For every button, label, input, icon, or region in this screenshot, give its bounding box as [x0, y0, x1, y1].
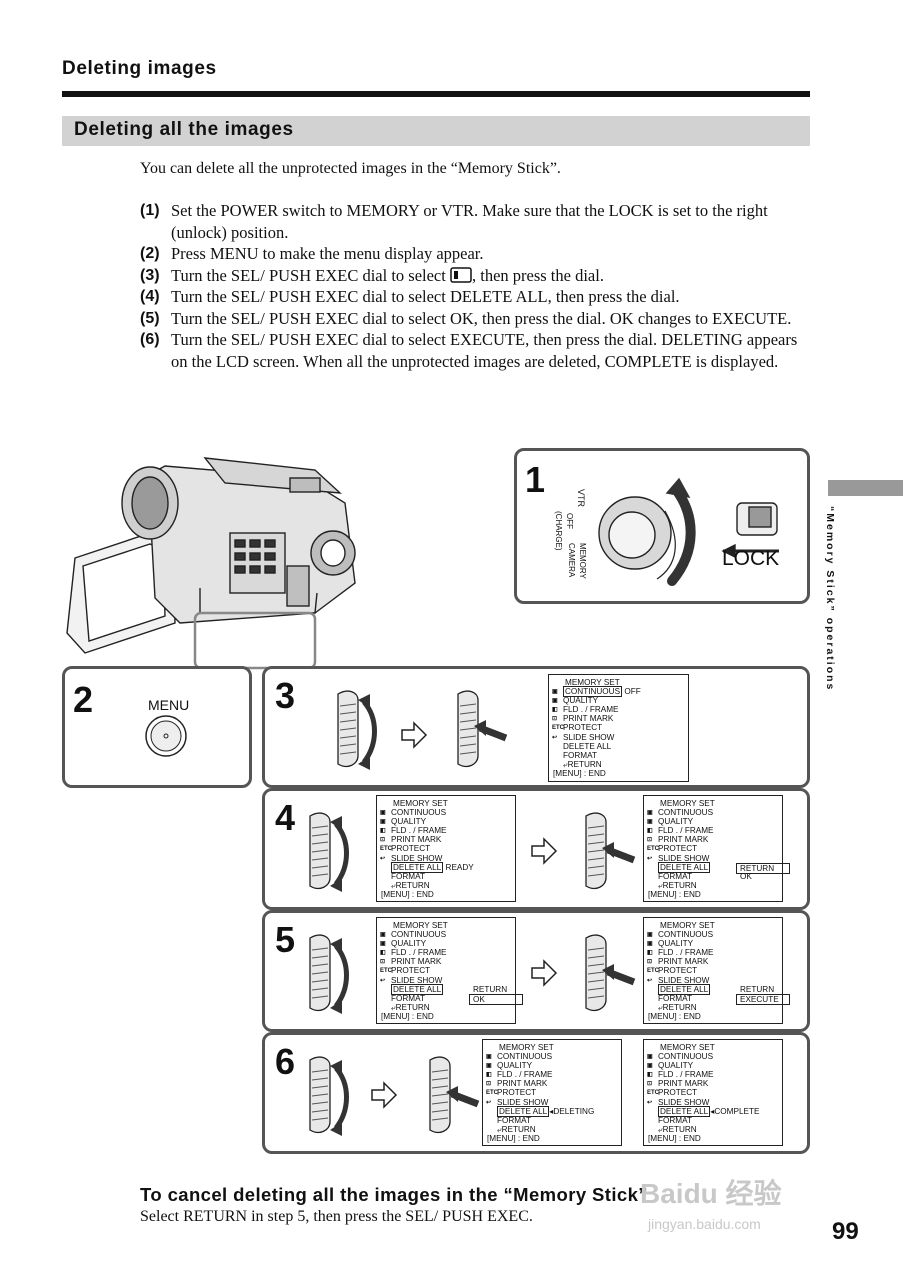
panel-number-4: 4 [275, 797, 296, 838]
step-3: (3)Turn the SEL/ PUSH EXEC dial to selec… [140, 265, 604, 285]
dial-turn-icon [330, 686, 390, 776]
subsection-band [62, 116, 810, 146]
menu-screen-step4-b: MEMORY SET ▣CONTINUOUS ▣QUALITY ◧FLD . /… [643, 795, 790, 902]
panel-number-6: 6 [275, 1041, 296, 1082]
panel-step-1: 1 VTR OFF (CHARGE) MEMORY CAMERA LOCK [514, 448, 810, 604]
menu-screen-step6-b: MEMORY SET ▣CONTINUOUS ▣QUALITY ◧FLD . /… [643, 1039, 783, 1146]
dial-press-icon [422, 1052, 482, 1142]
step-1: (1)Set the POWER switch to MEMORY or VTR… [140, 201, 768, 242]
step-5: (5)Turn the SEL/ PUSH EXEC dial to selec… [140, 308, 792, 328]
step-4: (4)Turn the SEL/ PUSH EXEC dial to selec… [140, 287, 680, 306]
menu-screen-step5-b: MEMORY SET ▣CONTINUOUS ▣QUALITY ◧FLD . /… [643, 917, 790, 1024]
menu-screen-step6-a: MEMORY SET ▣CONTINUOUS ▣QUALITY ◧FLD . /… [482, 1039, 622, 1146]
cancel-heading: To cancel deleting all the images in the… [140, 1184, 648, 1205]
camcorder-illustration [66, 457, 356, 670]
side-tab-bar [828, 480, 903, 496]
switch-label-charge: (CHARGE) [554, 511, 563, 551]
lock-label: LOCK [722, 547, 780, 570]
step-6: (6)Turn the SEL/ PUSH EXEC dial to selec… [140, 330, 798, 371]
dial-turn-icon [302, 808, 362, 898]
menu-screen-step3: MEMORY SET ▣CONTINUOUS OFF ▣QUALITY ◧FLD… [548, 674, 689, 782]
next-arrow-icon [531, 838, 557, 864]
menu-button[interactable] [143, 713, 189, 759]
side-tab-label: “Memory Stick” operations [824, 506, 836, 692]
power-switch-illustration [598, 477, 779, 586]
switch-label-memory: MEMORY [578, 543, 587, 579]
next-arrow-icon [371, 1082, 397, 1108]
dial-press-icon [450, 686, 510, 776]
panel-number-5: 5 [275, 919, 296, 960]
cancel-text: Select RETURN in step 5, then press the … [140, 1208, 533, 1225]
panel-number-1: 1 [525, 459, 546, 500]
intro-text: You can delete all the unprotected image… [140, 160, 561, 177]
menu-button-label: MENU [148, 697, 190, 713]
switch-label-camera: CAMERA [567, 543, 576, 578]
watermark-logo: Baidu 经验 [640, 1178, 782, 1209]
menu-screen-step4-a: MEMORY SET ▣CONTINUOUS ▣QUALITY ◧FLD . /… [376, 795, 516, 902]
step-2: (2)Press MENU to make the menu display a… [140, 244, 484, 263]
menu-screen-step5-a: MEMORY SET ▣CONTINUOUS ▣QUALITY ◧FLD . /… [376, 917, 523, 1024]
steps-list: (1)Set the POWER switch to MEMORY or VTR… [140, 200, 815, 372]
dial-turn-icon [302, 1052, 362, 1142]
panel-number-3: 3 [275, 675, 296, 716]
subsection-title: Deleting all the images [74, 119, 294, 140]
panel-number-2: 2 [73, 679, 94, 720]
switch-label-vtr: VTR [576, 489, 586, 507]
dial-press-icon [578, 808, 638, 898]
watermark-url: jingyan.baidu.com [648, 1216, 761, 1232]
next-arrow-icon [401, 722, 427, 748]
section-rule [62, 91, 810, 97]
panel-step-2: 2 MENU [62, 666, 252, 788]
section-title: Deleting images [62, 58, 217, 79]
next-arrow-icon [531, 960, 557, 986]
dial-turn-icon [302, 930, 362, 1020]
page-number: 99 [832, 1218, 859, 1245]
memory-menu-icon [450, 266, 472, 283]
dial-press-icon [578, 930, 638, 1020]
